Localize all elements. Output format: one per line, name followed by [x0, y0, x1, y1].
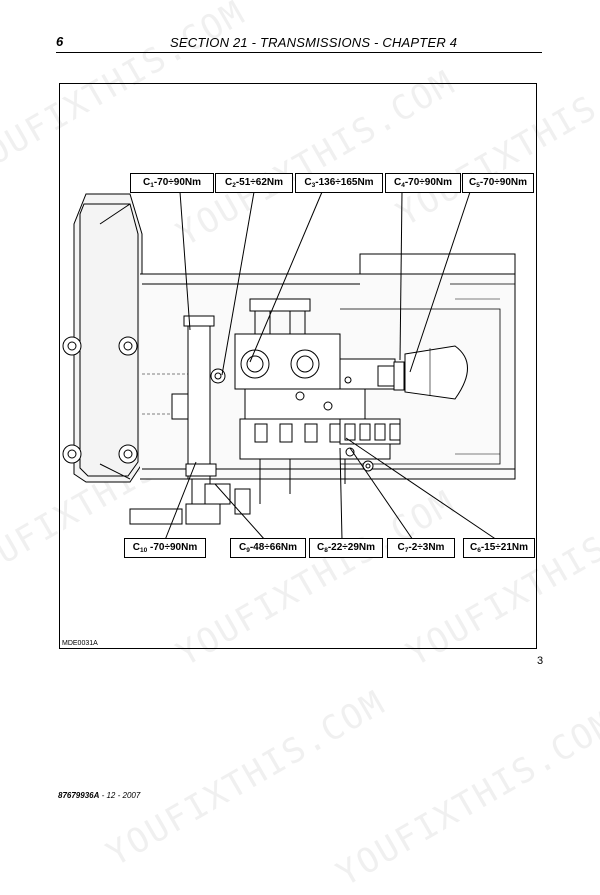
transmission-drawing: [62, 193, 516, 525]
header-divider: [56, 52, 542, 53]
callout-c2: C2-51÷62Nm: [215, 173, 293, 193]
callout-c7: C7-2÷3Nm: [387, 538, 455, 558]
callout-c10: C10 -70÷90Nm: [124, 538, 206, 558]
callout-c1: C1-70÷90Nm: [130, 173, 214, 193]
doc-number: 87679936A: [58, 791, 100, 800]
leader-lines: [164, 191, 498, 541]
section-title: SECTION 21 - TRANSMISSIONS - CHAPTER 4: [170, 35, 458, 50]
doc-revision: - 12 - 2007: [99, 791, 141, 800]
callout-c9: C9-48÷66Nm: [230, 538, 306, 558]
page-number: 6: [56, 34, 64, 49]
figure-index: 3: [537, 655, 544, 667]
callout-c3: C3-136÷165Nm: [295, 173, 383, 193]
figure-code: MDE0031A: [62, 640, 98, 647]
callout-c5: C5-70÷90Nm: [462, 173, 534, 193]
callout-c4: C4-70÷90Nm: [385, 173, 461, 193]
callout-c8: C8-22÷29Nm: [309, 538, 383, 558]
figure-frame: [59, 83, 537, 649]
footer-doc-info: 87679936A - 12 - 2007: [58, 791, 140, 800]
callout-c6: C6-15÷21Nm: [463, 538, 535, 558]
accumulator: [404, 345, 468, 400]
